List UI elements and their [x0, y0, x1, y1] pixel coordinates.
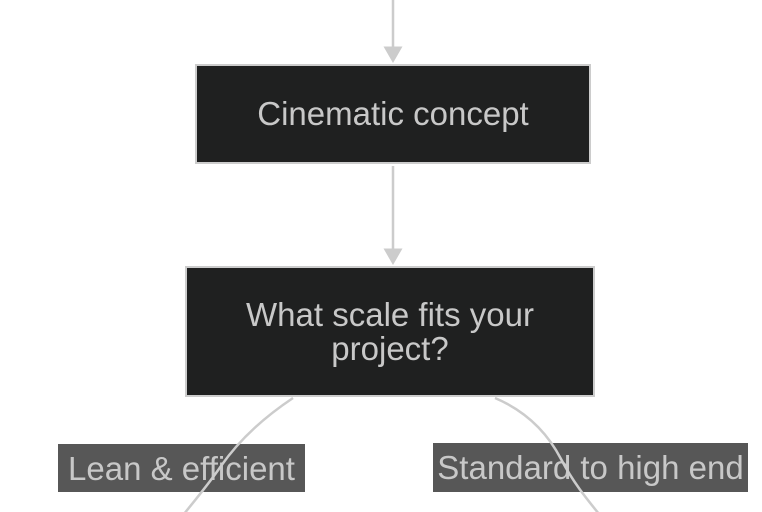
node-scale-question: What scale fits your project?: [185, 266, 595, 397]
edge-label-standard-high-end: Standard to high end: [433, 443, 748, 492]
edge-label-lean-efficient: Lean & efficient: [58, 444, 305, 492]
arrow-down-icon: [383, 248, 403, 265]
node-label: Cinematic concept: [257, 95, 529, 132]
node-cinematic-concept: Cinematic concept: [195, 64, 591, 164]
edge-label-text: Lean & efficient: [68, 449, 295, 487]
node-label: What scale fits your project?: [246, 295, 534, 367]
arrow-down-icon: [383, 46, 403, 63]
edge-label-text: Standard to high end: [437, 449, 744, 486]
